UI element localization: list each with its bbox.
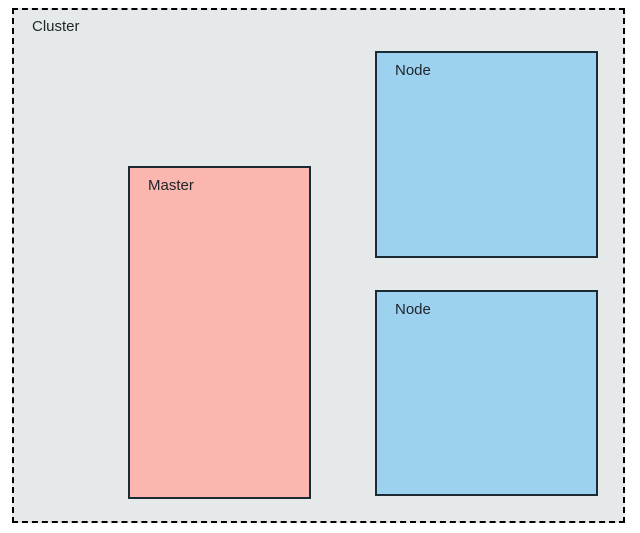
worker-node-label-1: Node bbox=[395, 62, 431, 79]
cluster-label: Cluster bbox=[32, 18, 80, 35]
worker-node-box-2[interactable]: Node bbox=[375, 290, 598, 496]
worker-node-box-1[interactable]: Node bbox=[375, 51, 598, 258]
master-node-box[interactable]: Master bbox=[128, 166, 311, 499]
worker-node-label-2: Node bbox=[395, 301, 431, 318]
cluster-container[interactable]: Cluster Master Node Node bbox=[12, 8, 625, 523]
master-node-label: Master bbox=[148, 177, 194, 194]
